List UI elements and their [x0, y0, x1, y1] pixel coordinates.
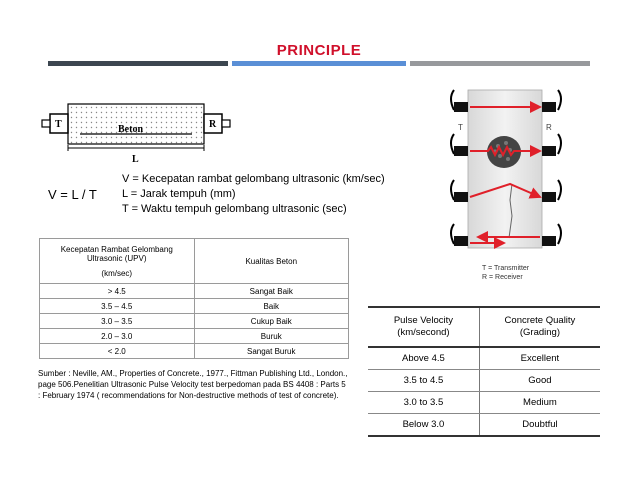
table-row: 3.0 to 3.5 Medium — [368, 391, 600, 414]
page-title: PRINCIPLE — [276, 42, 362, 59]
transducer-r-3 — [542, 192, 556, 202]
table-row: Above 4.5 Excellent — [368, 347, 600, 370]
table-row: 3.5 to 4.5 Good — [368, 369, 600, 392]
header-bar-gray — [410, 61, 590, 66]
table-row: 2.0 – 3.0 Buruk — [39, 328, 349, 344]
header-bar-blue — [232, 61, 406, 66]
definition-t: T = Waktu tempuh gelombang ultrasonic (s… — [122, 203, 347, 215]
legend-receiver: R = Receiver — [482, 274, 523, 281]
transducer-t-1 — [454, 102, 468, 112]
transducer-r-2 — [542, 146, 556, 156]
transducer-r-1 — [542, 102, 556, 112]
definition-v: V = Kecepatan rambat gelombang ultrasoni… — [122, 173, 385, 185]
transducer-r-4 — [542, 236, 556, 246]
diagram-r-label: R — [209, 119, 217, 130]
upv-quality-table-en: Pulse Velocity (km/second) Concrete Qual… — [368, 306, 600, 437]
transducer-arrangement-diagram: T R T = Transmitter R = Receiver — [450, 89, 562, 281]
transducer-t-3 — [454, 192, 468, 202]
concrete-specimen — [67, 103, 205, 145]
table-row: < 2.0 Sangat Buruk — [39, 343, 349, 359]
right-diagram-r-label: R — [546, 123, 552, 132]
diagram-length-label: L — [132, 154, 139, 165]
right-diagram-t-label: T — [458, 123, 463, 132]
header-bar-dark — [48, 61, 228, 66]
table-header-quality: Kualitas Beton — [193, 238, 349, 284]
table-header-pulse-velocity: Pulse Velocity (km/second) — [368, 306, 480, 348]
upv-quality-table-id: Kecepatan Rambat Gelombang Ultrasonic (U… — [39, 238, 349, 359]
pulse-test-diagram: T R Beton L — [41, 103, 231, 165]
formula-definitions: V = Kecepatan rambat gelombang ultrasoni… — [122, 172, 385, 217]
legend-transmitter: T = Transmitter — [482, 265, 530, 272]
crack-line — [508, 183, 513, 239]
table-row: Below 3.0 Doubtful — [368, 413, 600, 437]
table-header-concrete-quality: Concrete Quality (Grading) — [479, 306, 600, 348]
table-header-velocity: Kecepatan Rambat Gelombang Ultrasonic (U… — [39, 238, 195, 284]
table-row: 3.0 – 3.5 Cukup Baik — [39, 313, 349, 329]
transducer-t-2 — [454, 146, 468, 156]
formula-equation: V = L / T — [48, 187, 97, 202]
diagram-t-label: T — [55, 119, 62, 130]
table-row: > 4.5 Sangat Baik — [39, 283, 349, 299]
definition-l: L = Jarak tempuh (mm) — [122, 188, 236, 200]
table-row: 3.5 – 4.5 Baik — [39, 298, 349, 314]
source-note: Sumber : Neville, AM., Properties of Con… — [38, 369, 348, 400]
transducer-t-4 — [454, 236, 468, 246]
concrete-block — [467, 89, 543, 249]
diagram-beton-label: Beton — [118, 124, 143, 135]
